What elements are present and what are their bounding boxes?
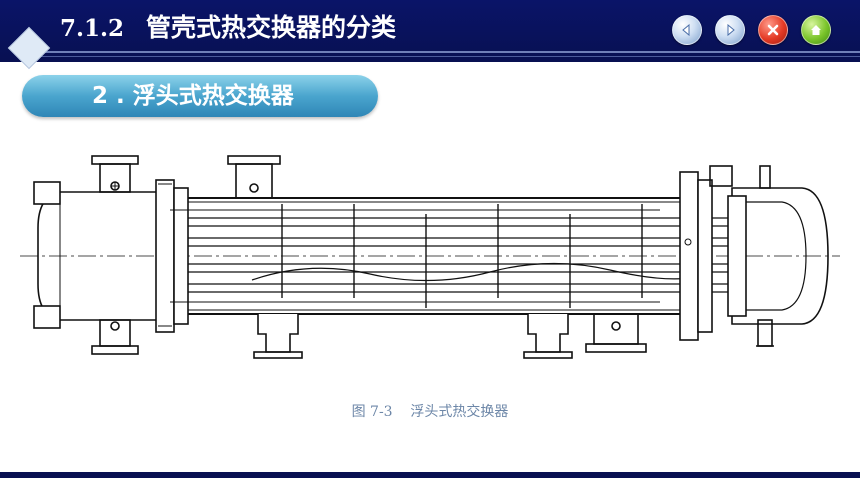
back-arrow-icon [682,23,690,37]
top-vent [759,165,771,189]
baffles [281,204,643,308]
floating-head-cover [731,187,829,325]
forward-arrow-icon [727,23,735,37]
header-rule-thin [40,56,860,57]
left-flange-bottom [33,305,61,329]
left-saddle [253,314,303,359]
tube-bundle [188,217,740,293]
nav-buttons [672,15,831,45]
top-left-nozzle [91,155,139,193]
close-icon [767,24,779,36]
subtitle-pill: 2 . 浮头式热交换器 [22,75,378,117]
header-rule [40,51,860,53]
left-flange-top [33,181,61,205]
left-tubesheet [155,179,175,333]
page-title: 7.1.2 管壳式热交换器的分类 [60,8,396,48]
subtitle-text: 2 . 浮头式热交换器 [92,83,294,109]
close-button[interactable] [758,15,788,45]
right-shell-flange [679,171,699,341]
back-button[interactable] [672,15,702,45]
header-bar: 7.1.2 管壳式热交换器的分类 [0,0,860,62]
forward-button[interactable] [715,15,745,45]
floating-head [739,201,807,311]
right-saddle [523,314,573,359]
footer-bar [0,472,860,478]
floating-head-heat-exchanger-drawing [20,155,840,359]
top-shell-nozzle [227,155,281,199]
bottom-left-nozzle [91,319,139,355]
vent-nozzle [709,165,733,187]
home-button[interactable] [801,15,831,45]
cutaway-line [251,262,701,282]
bottom-shell-nozzle [585,313,647,353]
section-number: 7.1.2 [60,15,125,42]
home-icon [811,25,821,35]
figure-caption: 图 7-3 浮头式热交换器 [351,404,509,420]
section-title: 管壳式热交换器的分类 [146,13,397,42]
